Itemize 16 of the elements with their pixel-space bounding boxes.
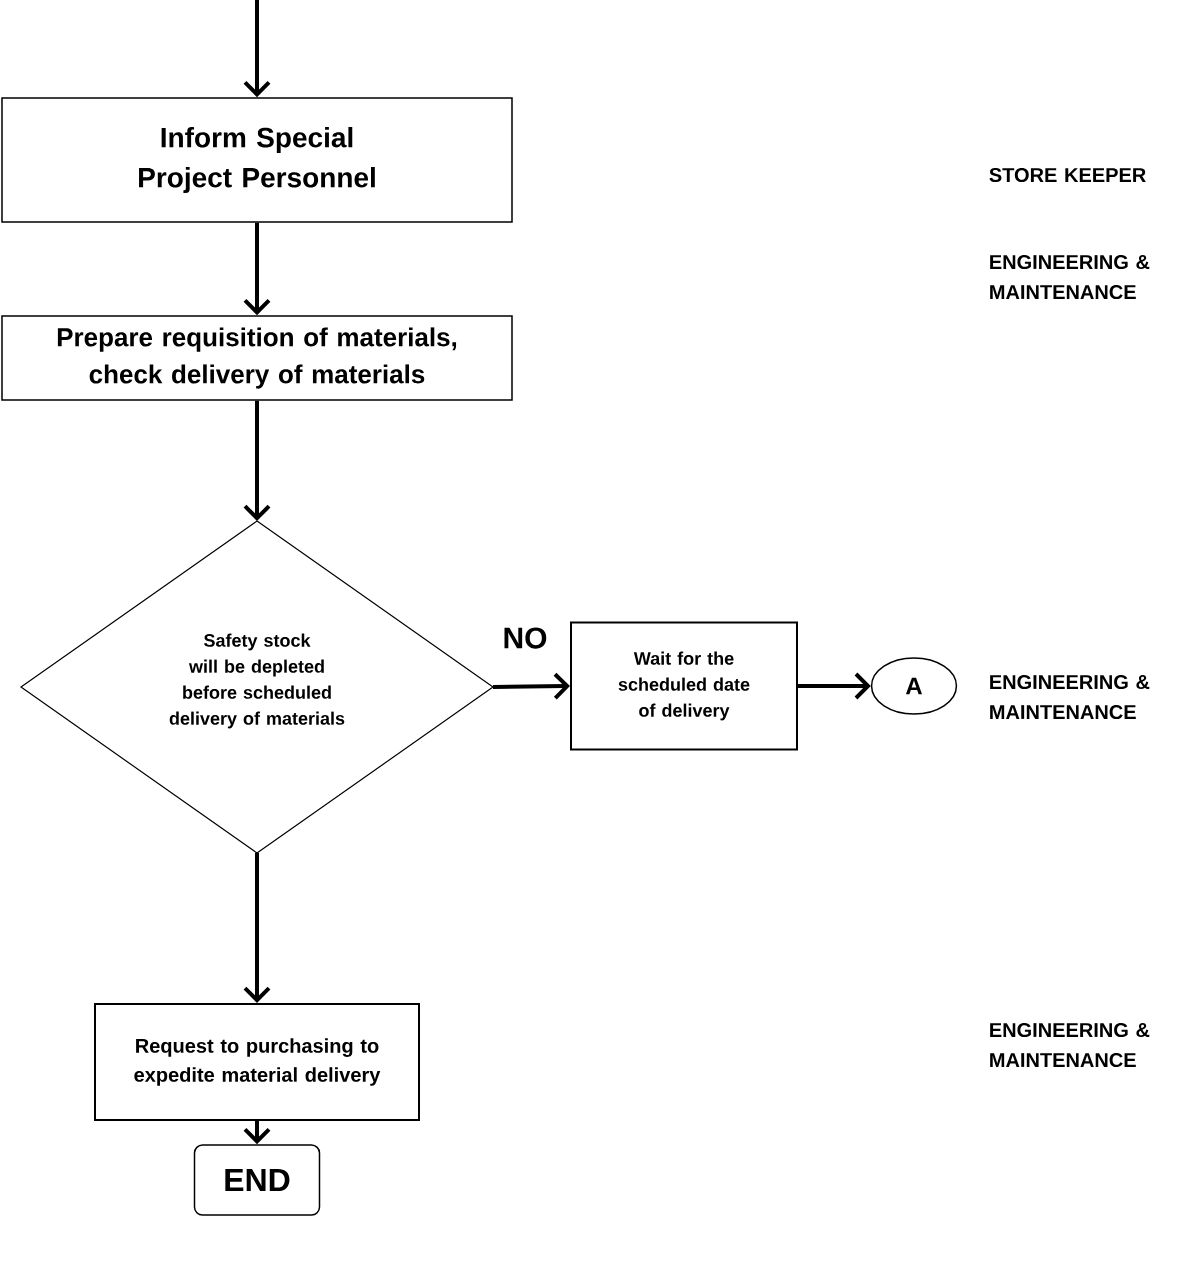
process-box: Prepare requisition of materials, check delivery of materials xyxy=(1,315,513,401)
process-box: Request to purchasing to expedite material delivery xyxy=(94,1003,420,1121)
terminator-box: END xyxy=(193,1144,321,1216)
role-label: STORE KEEPER xyxy=(989,167,1146,183)
process-box: Wait for the scheduled date of delivery xyxy=(570,621,798,751)
arrow xyxy=(243,222,271,316)
arrow xyxy=(798,672,871,700)
edge-label: NO xyxy=(501,626,549,650)
arrow xyxy=(492,672,570,700)
process-box: Inform Special Project Personnel xyxy=(1,97,513,223)
role-label: ENGINEERING & MAINTENANCE xyxy=(990,674,1150,720)
role-label: ENGINEERING & MAINTENANCE xyxy=(990,1022,1150,1068)
arrow xyxy=(243,0,271,98)
role-label: ENGINEERING & MAINTENANCE xyxy=(990,254,1150,300)
arrow xyxy=(243,400,271,521)
arrow xyxy=(243,853,271,1003)
